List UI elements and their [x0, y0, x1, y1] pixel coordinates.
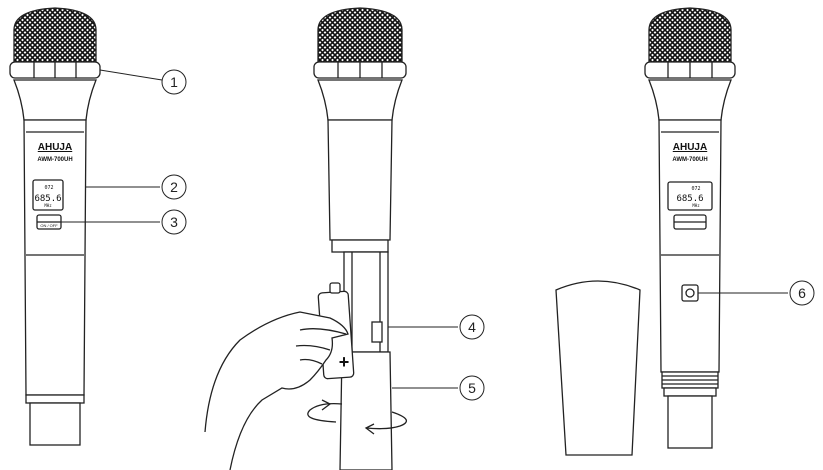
hand-illustration: [205, 312, 348, 470]
display-unit: MHz: [44, 203, 52, 208]
model-text-2: AWM-700UH: [672, 157, 707, 163]
callout-2-label: 2: [170, 179, 178, 195]
display-channel: 072: [44, 185, 53, 191]
removed-sleeve: [556, 281, 640, 455]
display-unit-2: MHz: [692, 203, 700, 208]
microphone-battery-view: [205, 8, 406, 470]
grille-head: [14, 8, 96, 62]
power-button-label: ON / OFF: [40, 223, 58, 228]
display-channel-2: 072: [691, 186, 700, 192]
callout-5-label: 5: [468, 380, 476, 396]
battery-plus: +: [339, 352, 350, 372]
xlr-end: [30, 403, 80, 445]
callout-3-label: 3: [170, 214, 178, 230]
callout-4-label: 4: [468, 319, 476, 335]
brand-logo-2: AHUJA: [673, 142, 707, 153]
model-text: AWM-700UH: [37, 157, 72, 163]
microphone-bottom-view: [645, 8, 735, 448]
callout-6-label: 6: [798, 285, 806, 301]
brand-logo: AHUJA: [38, 142, 72, 153]
rotation-arrow: [308, 404, 342, 422]
callout-1-label: 1: [170, 74, 178, 90]
